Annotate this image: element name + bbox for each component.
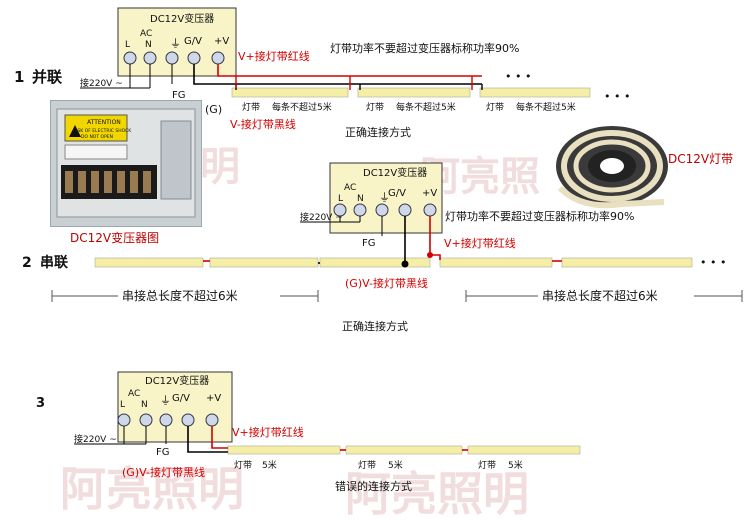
photo-do-not-open-label: DO NOT OPEN <box>81 134 113 140</box>
wrong-method-label: 错误的连接方式 <box>335 479 412 493</box>
led-strip-reel-image <box>552 118 670 210</box>
transformer-title-2: DC12V变压器 <box>363 166 427 179</box>
terminal-l-label-2: L <box>338 194 343 204</box>
vminus-black-label: V-接灯带黑线 <box>230 117 296 131</box>
transformer-photo-image: ATTENTION RISK OF ELECTRIC SHOCK DO NOT … <box>51 101 201 226</box>
series-length-left: 串接总长度不超过6米 <box>122 288 238 303</box>
transformer-title-3: DC12V变压器 <box>145 374 209 387</box>
watermark-bottom-right: 阿亮照明 <box>345 467 529 520</box>
photo-risk-label: RISK OF ELECTRIC SHOCK <box>73 128 132 134</box>
parallel-strips <box>231 87 591 98</box>
terminal-l-label-3: L <box>120 400 125 410</box>
ground-symbol-label: ⏚ <box>170 37 181 50</box>
strip-5m-label-a1: 灯带 <box>234 460 252 471</box>
input-220v-label-3: 接220V ~ <box>74 433 117 445</box>
strip-label-2a: 灯带 <box>366 102 384 113</box>
power-note-2: 灯带功率不要超过变压器标称功率90% <box>445 209 634 223</box>
g-prefix-label: (G) <box>205 103 222 116</box>
strip-label-1a: 灯带 <box>242 102 260 113</box>
fg-label-3: FG <box>156 447 170 458</box>
fg-label-2: FG <box>362 238 376 249</box>
gv-minus-black-label-3: (G)V-接灯带黑线 <box>122 465 205 479</box>
transformer-box-2: DC12V变压器 AC L N ⏚ G/V +V <box>329 162 443 234</box>
terminal-vplus-label-2: +V <box>422 188 437 199</box>
section2-title: 串联 <box>40 254 69 271</box>
strip-label-2b: 每条不超过5米 <box>396 101 456 113</box>
input-220v-label-2: 接220V ~ <box>300 211 343 223</box>
vplus-red-label-2: V+接灯带红线 <box>444 236 516 250</box>
terminal-n-label: N <box>145 40 152 50</box>
strip-5m-label-c1: 灯带 <box>478 460 496 471</box>
terminal-gv-label: G/V <box>184 36 202 47</box>
strip-label-3b: 每条不超过5米 <box>516 101 576 113</box>
strip-5m-label-b2: 5米 <box>388 459 403 471</box>
dots-1: • • • <box>505 70 531 83</box>
transformer-photo: ATTENTION RISK OF ELECTRIC SHOCK DO NOT … <box>50 100 202 227</box>
terminal-gv-label-3: G/V <box>172 393 190 404</box>
correct-method-2: 正确连接方式 <box>342 319 408 333</box>
section3-number: 3 <box>36 396 45 411</box>
power-note-1: 灯带功率不要超过变压器标称功率90% <box>330 41 519 55</box>
strip-label-3a: 灯带 <box>486 102 504 113</box>
photo-attention-label: ATTENTION <box>87 119 121 126</box>
transformer-title: DC12V变压器 <box>150 12 214 25</box>
terminal-n-label-2: N <box>357 194 364 204</box>
dots-2: • • • <box>700 256 726 269</box>
series-strips <box>94 257 693 268</box>
fg-label: FG <box>172 90 186 101</box>
section1-title: 并联 <box>32 68 63 86</box>
led-strip-photo <box>552 118 670 210</box>
section1-number: 1 <box>14 68 24 86</box>
ground-symbol-label-3: ⏚ <box>160 394 171 407</box>
input-220v-label: 接220V ~ <box>80 77 123 89</box>
strip-5m-label-c2: 5米 <box>508 459 523 471</box>
terminal-gv-label-2: G/V <box>388 188 406 199</box>
terminal-vplus-label: +V <box>214 36 229 47</box>
vplus-red-label-3: V+接灯带红线 <box>232 425 304 439</box>
vplus-red-label: V+接灯带红线 <box>238 49 310 63</box>
wrong-strips <box>227 445 581 455</box>
terminal-ac-label: AC <box>140 29 152 39</box>
transformer-box-3: DC12V变压器 AC L N ⏚ G/V +V <box>117 371 233 443</box>
terminal-vplus-label-3: +V <box>206 393 221 404</box>
watermark-bottom-left: 阿亮照明 <box>60 462 244 516</box>
terminal-n-label-3: N <box>141 400 148 410</box>
terminal-l-label: L <box>125 40 130 50</box>
led-strip-caption: DC12V灯带 <box>668 152 734 166</box>
correct-method-1: 正确连接方式 <box>345 125 411 139</box>
ground-symbol-label-2: ⏚ <box>379 191 390 204</box>
section2-number: 2 <box>22 255 32 271</box>
dots-1b: • • • <box>604 90 630 103</box>
series-length-right: 串接总长度不超过6米 <box>542 288 658 303</box>
terminal-ac-label-2: AC <box>344 183 356 193</box>
strip-label-1b: 每条不超过5米 <box>272 101 332 113</box>
strip-5m-label-b1: 灯带 <box>358 460 376 471</box>
photo-caption: DC12V变压器图 <box>70 231 160 245</box>
gv-minus-black-label-2: (G)V-接灯带黑线 <box>345 276 428 290</box>
terminal-ac-label-3: AC <box>128 389 140 399</box>
strip-5m-label-a2: 5米 <box>262 459 277 471</box>
